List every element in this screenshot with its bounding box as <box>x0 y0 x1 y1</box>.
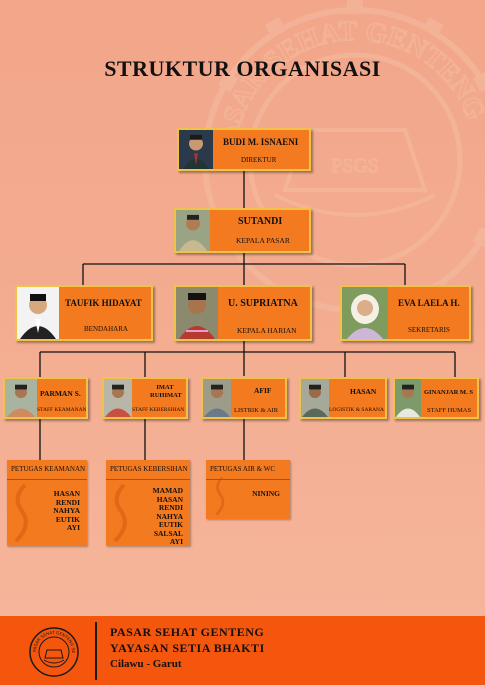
footer: PASAR SEHAT GENTENG SETIA BHAKTI PASAR S… <box>0 616 485 685</box>
staff-logistics-box: HASAN LOGISTIK & SARANA <box>299 377 387 419</box>
member: RENDI <box>158 503 183 512</box>
secretary-name: EVA LAELA H. <box>398 298 460 308</box>
team-security-box: PETUGAS KEAMANAN HASAN RENDI NAHYA EUTIK… <box>7 460 87 546</box>
head-box: SUTANDI KEPALA PASAR <box>174 208 311 253</box>
team-cleaning-box: PETUGAS KEBERSIHAN MAMAD HASAN RENDI NAH… <box>106 460 190 546</box>
staff-security-photo <box>5 379 37 417</box>
staff-utility-role: LISTRIK & AIR <box>234 407 279 414</box>
daily-head-role: KEPALA HARIAN <box>237 326 297 335</box>
team-utility-title: PETUGAS AIR & WC <box>206 460 290 480</box>
staff-cleaning-box: IMAT RUHIMAT STAFF KEBERSIHAN <box>102 377 188 419</box>
member: HASAN <box>53 489 80 498</box>
member: AYI <box>169 537 183 546</box>
team-utility-box: PETUGAS AIR & WC NINING <box>206 460 290 519</box>
team-cleaning-members: MAMAD HASAN RENDI NAHYA EUTIK SALSAL AYI <box>152 486 183 547</box>
page-title: STRUKTUR ORGANISASI <box>104 56 381 81</box>
staff-pr-name: GINANJAR M. S <box>424 389 473 396</box>
treasurer-photo <box>17 287 59 339</box>
staff-cleaning-name: IMAT RUHIMAT <box>150 384 182 399</box>
footer-foundation-name: YAYASAN SETIA BHAKTI <box>110 641 265 655</box>
secretary-photo <box>342 287 388 339</box>
footer-market-name: PASAR SEHAT GENTENG <box>110 625 265 639</box>
staff-logistics-name: HASAN <box>350 387 377 396</box>
member: NAHYA <box>53 506 80 515</box>
secretary-role: SEKRETARIS <box>408 326 450 334</box>
swirl-ornament <box>14 483 28 543</box>
swirl-ornament <box>113 483 127 543</box>
director-role: DIREKTUR <box>241 156 277 164</box>
member: NINING <box>252 489 280 498</box>
director-box: BUDI M. ISNAENI DIREKTUR <box>177 128 311 171</box>
director-photo <box>179 130 213 169</box>
head-name: SUTANDI <box>238 216 283 227</box>
staff-logistics-role: LOGISTIK & SARANA <box>329 407 384 413</box>
staff-logistics-photo <box>301 379 329 417</box>
staff-security-role: STAFF KEAMANAN <box>37 407 87 413</box>
member: SALSAL <box>153 528 183 538</box>
team-security-members: HASAN RENDI NAHYA EUTIK AYI <box>53 489 80 533</box>
treasurer-box: TAUFIK HIDAYAT BENDAHARA <box>15 285 153 341</box>
treasurer-role: BENDAHARA <box>84 325 128 333</box>
member: RENDI <box>55 497 80 507</box>
daily-head-photo <box>176 287 218 339</box>
member: HASAN <box>156 494 183 504</box>
staff-pr-box: GINANJAR M. S STAFF HUMAS <box>393 377 479 419</box>
head-role: KEPALA PASAR <box>236 236 290 245</box>
team-utility-members: NINING <box>252 489 280 499</box>
daily-head-name: U. SUPRIATNA <box>228 298 298 309</box>
team-cleaning-title: PETUGAS KEBERSIHAN <box>106 460 190 480</box>
treasurer-name: TAUFIK HIDAYAT <box>65 298 142 308</box>
team-security-title: PETUGAS KEAMANAN <box>7 460 87 480</box>
member: NAHYA <box>156 511 183 521</box>
staff-pr-role: STAFF HUMAS <box>427 407 472 414</box>
footer-divider <box>95 622 97 680</box>
secretary-box: EVA LAELA H. SEKRETARIS <box>340 285 471 341</box>
staff-utility-name: AFIF <box>254 386 272 395</box>
staff-cleaning-role: STAFF KEBERSIHAN <box>132 407 185 413</box>
staff-utility-photo <box>203 379 231 417</box>
member: MAMAD <box>152 486 183 495</box>
head-photo <box>176 210 210 251</box>
footer-location: Cilawu - Garut <box>110 658 182 670</box>
daily-head-box: U. SUPRIATNA KEPALA HARIAN <box>174 285 312 341</box>
staff-security-box: PARMAN S. STAFF KEAMANAN <box>3 377 88 419</box>
member: AYI <box>66 523 80 532</box>
svg-text:PSGS: PSGS <box>331 155 379 177</box>
staff-security-name: PARMAN S. <box>40 389 81 398</box>
staff-cleaning-photo <box>104 379 132 417</box>
foundation-logo-icon: PASAR SEHAT GENTENG SETIA BHAKTI <box>28 626 79 677</box>
staff-utility-box: AFIF LISTRIK & AIR <box>201 377 287 419</box>
member: EUTIK <box>55 514 80 524</box>
staff-pr-photo <box>395 379 421 417</box>
director-name: BUDI M. ISNAENI <box>223 137 299 147</box>
member: EUTIK <box>158 520 183 529</box>
swirl-ornament <box>215 476 225 516</box>
